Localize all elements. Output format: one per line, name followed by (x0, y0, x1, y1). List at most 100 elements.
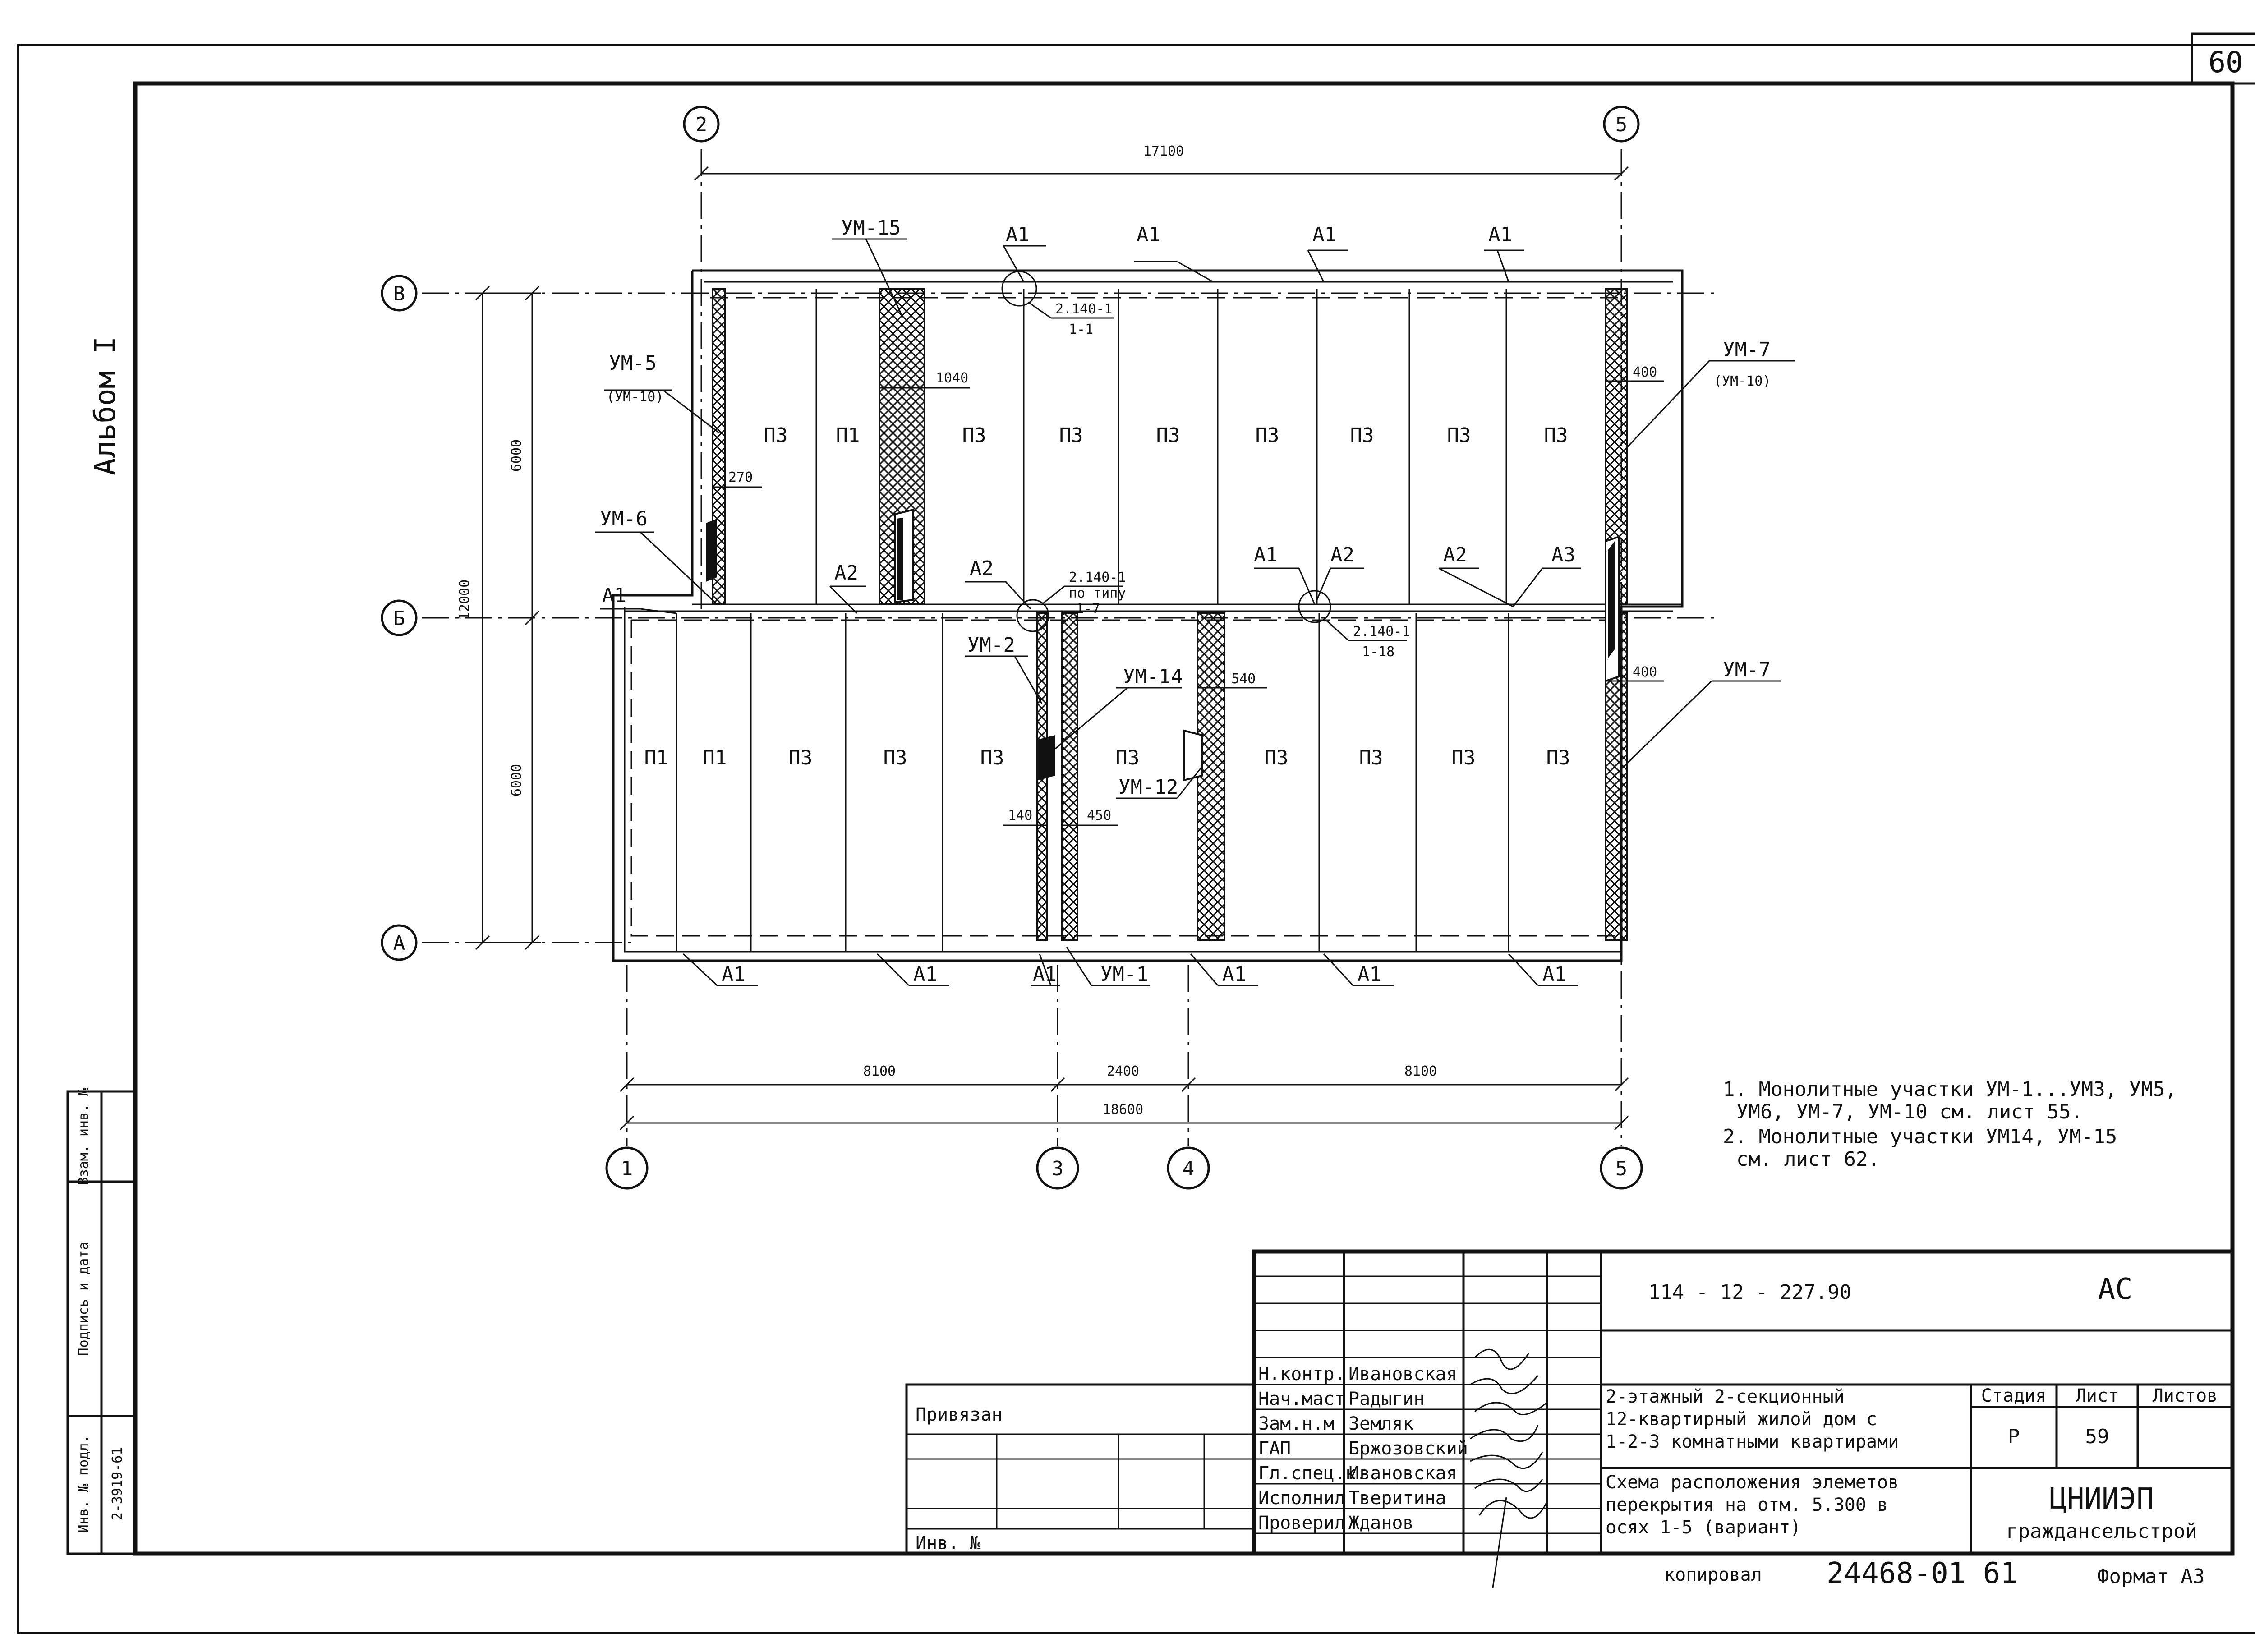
anchor-tag: А1 (913, 963, 937, 986)
dim-span-1: 8100 (863, 1063, 896, 1079)
dim-um7-top-width: 400 (1633, 364, 1657, 380)
role-label: Нач.маст (1258, 1389, 1345, 1409)
side-stamp (66, 1090, 137, 1555)
anchor-tag: А1 (1358, 963, 1381, 986)
tag-um7-top-alt: (УМ-10) (1714, 373, 1771, 389)
doc-code: 114 - 12 - 227.90 (1648, 1281, 1851, 1304)
anchor-tag: А2 (970, 557, 994, 580)
title-block-frame (905, 1249, 2235, 1588)
dim-left-total: 12000 (457, 580, 473, 620)
svg-text:5: 5 (1615, 1157, 1628, 1180)
name-label: Жданов (1348, 1513, 1414, 1533)
dim-span-3: 8100 (1404, 1063, 1437, 1079)
axis-bubble-row-a: А (381, 924, 418, 961)
page-number: 60 (2208, 46, 2243, 79)
tag-um5-alt: (УМ-10) (607, 389, 663, 405)
dim-um14-width: 540 (1231, 671, 1256, 687)
note-line-3: 2. Монолитные участки УМ14, УМ-15 (1723, 1125, 2117, 1148)
dim-um15-width: 1040 (936, 370, 968, 386)
monolithic-strips (712, 288, 1628, 941)
svg-text:Б: Б (393, 607, 405, 630)
dim-left-lower: 6000 (509, 764, 525, 796)
tag-um2: УМ-2 (967, 634, 1015, 657)
anchor-tag: А1 (1137, 223, 1160, 246)
anchor-tag: А1 (1312, 223, 1336, 246)
anchor-tag: А1 (722, 963, 746, 986)
name-label: Ивановская (1348, 1364, 1457, 1385)
axis-bubble-col-4: 4 (1167, 1146, 1210, 1190)
role-label: Н.контр. (1258, 1364, 1345, 1385)
dim-bottom-total: 18600 (1103, 1102, 1143, 1118)
org-name-1: ЦНИИЭП (2049, 1482, 2154, 1516)
tag-um12: УМ-12 (1118, 776, 1178, 799)
node-ref-3-top: 2.140-1 (1353, 624, 1410, 640)
section-code: АС (2098, 1273, 2132, 1306)
anchor-tag: А1 (1488, 223, 1512, 246)
side-stamp-inv-podl: Инв. № подл. (76, 1435, 92, 1533)
slab-label: П1 (703, 746, 727, 769)
side-stamp-podpis: Подпись и дата (76, 1242, 92, 1356)
dim-um2-width-a: 140 (1008, 808, 1032, 824)
side-stamp-vzam: Взам. инв. № (76, 1088, 92, 1186)
album-label: Альбом I (89, 336, 122, 475)
building-line-3: 1-2-3 комнатными квартирами (1606, 1431, 1899, 1452)
strip-um14 (1197, 612, 1225, 941)
slab-label: П3 (962, 424, 986, 447)
lower-slab-dividers (676, 613, 1509, 952)
svg-text:В: В (393, 282, 405, 305)
upper-slab-labels: П3 П1 П3 П3 П3 П3 П3 П3 П3 (764, 424, 1568, 447)
tag-um5: УМ-5 (609, 352, 657, 375)
slab-label: П3 (1544, 424, 1568, 447)
sheet-value: 59 (2085, 1425, 2109, 1448)
slab-label: П3 (1452, 746, 1476, 769)
stage-header: Стадия (1981, 1385, 2047, 1406)
dim-um7-bottom-width: 400 (1633, 664, 1657, 680)
upper-slab-dividers (815, 289, 1507, 604)
axis-bubble-col-3: 3 (1036, 1146, 1079, 1190)
tag-um7-bottom: УМ-7 (1723, 658, 1771, 681)
node-ref-1-top: 2.140-1 (1055, 301, 1112, 317)
node-ref-2-bottom: 1-7 (1076, 601, 1100, 617)
axis-bubble-col-1: 1 (605, 1146, 649, 1190)
svg-text:3: 3 (1052, 1157, 1064, 1180)
drawing-title-2: перекрытия на отм. 5.300 в (1606, 1495, 1888, 1515)
slab-label: П3 (1156, 424, 1180, 447)
tag-um7-top: УМ-7 (1723, 338, 1771, 361)
name-label: Радыгин (1348, 1389, 1425, 1409)
tag-um6: УМ-6 (600, 507, 648, 530)
format-label: Формат А3 (2097, 1565, 2204, 1588)
side-stamp-inv-value: 2-3919-61 (110, 1447, 125, 1521)
slab-label: П3 (1546, 746, 1570, 769)
anchor-tag-leaders (600, 245, 1581, 986)
anchor-tag: А1 (602, 584, 626, 607)
node-ref-2-top: 2.140-1 (1069, 570, 1126, 585)
svg-text:1: 1 (621, 1157, 633, 1180)
anchor-tag: А2 (1330, 543, 1354, 566)
axis-bubble-col-2: 2 (683, 106, 720, 143)
anchor-tag: А1 (1254, 543, 1278, 566)
anchor-tag: А1 (1542, 963, 1566, 986)
svg-text:5: 5 (1615, 113, 1628, 136)
inv-no-label: Инв. № (916, 1533, 981, 1554)
node-ref-2-mid: по типу (1069, 585, 1126, 601)
name-label: Бржозовский (1348, 1438, 1468, 1459)
dim-span-2: 2400 (1107, 1063, 1139, 1079)
lower-slab-labels: П1 П1 П3 П3 П3 П3 П3 П3 П3 П3 (644, 746, 1570, 769)
slab-label: П3 (789, 746, 813, 769)
anchor-tag: А2 (834, 561, 858, 584)
slab-label: П1 (836, 424, 860, 447)
dim-um5-width: 270 (728, 469, 753, 485)
dim-left-upper: 6000 (509, 439, 525, 472)
stage-value: Р (2008, 1425, 2020, 1448)
dim-um2-width-b: 450 (1087, 808, 1111, 824)
building-outline (612, 269, 1684, 962)
tag-um15: УМ-15 (841, 216, 901, 239)
privyazan-label: Привязан (916, 1404, 1003, 1425)
slab-label: П3 (1256, 424, 1279, 447)
anchor-tag: А2 (1443, 543, 1467, 566)
dimension-lines (469, 166, 1629, 1131)
drawing-title-3: осях 1-5 (вариант) (1606, 1517, 1801, 1538)
name-label: Тверитина (1348, 1488, 1446, 1509)
role-label: Проверил (1258, 1513, 1345, 1533)
